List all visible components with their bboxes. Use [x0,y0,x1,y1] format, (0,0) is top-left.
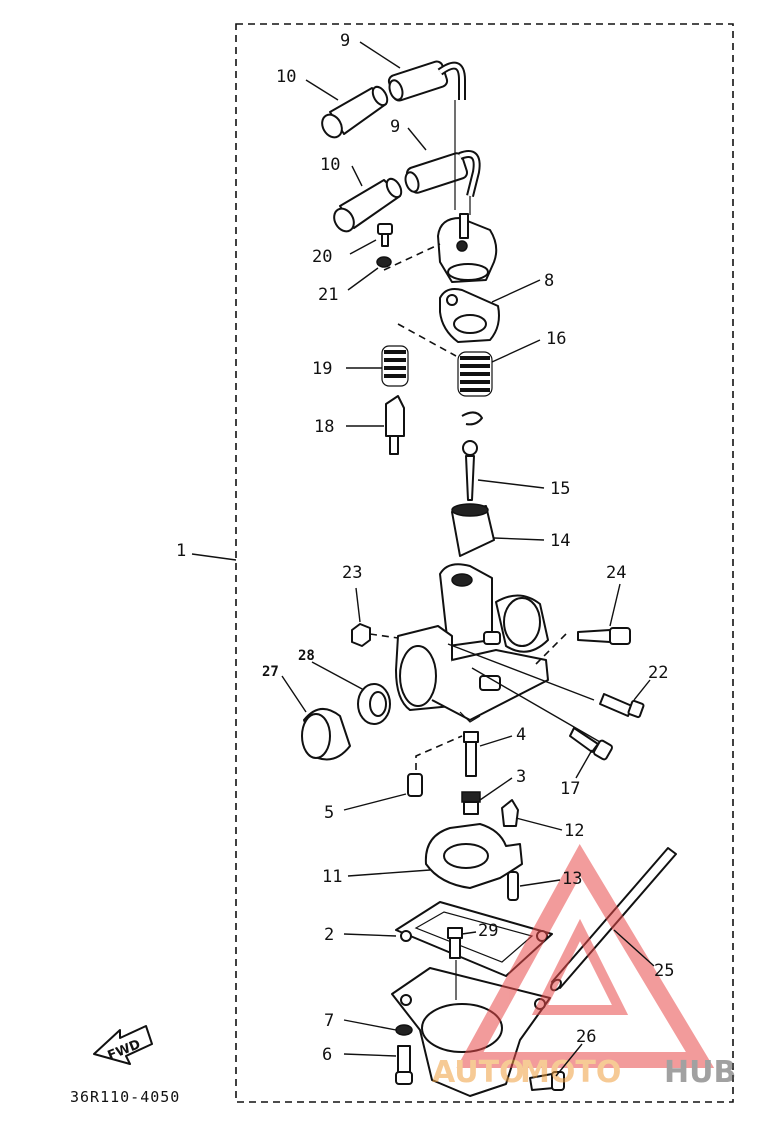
callout-26: 26 [576,1027,596,1047]
watermark-text-moto: MOTO [520,1055,621,1090]
callout-12: 12 [564,821,584,841]
callout-18: 18 [314,417,334,437]
part-1-carburetor-body [395,563,549,723]
part-11-float [424,823,523,889]
callout-23: 23 [342,563,362,583]
part-16-spring [457,351,493,397]
callout-28: 28 [298,648,315,664]
part-7-washer [395,1024,413,1036]
callout-5: 5 [324,803,334,823]
assembly-link-5 [415,735,463,770]
part-13-pin [507,871,519,901]
watermark-text-auto: AUTO [432,1055,525,1090]
part-9-lower-elbow [404,150,481,197]
callout-11: 11 [322,867,342,887]
needle-clip [461,411,483,426]
callout-27: 27 [262,664,279,680]
callout-29: 29 [478,921,498,941]
part-24-screw [577,627,631,645]
part-21-washer [376,256,392,268]
part-15-needle [462,440,478,501]
part-20-screw [377,223,393,247]
callout-3: 3 [516,767,526,787]
assembly-link-23 [369,633,399,639]
callout-19: 19 [312,359,332,379]
callout-7: 7 [324,1011,334,1031]
part-18-plunger [385,395,405,455]
assembly-boundary [235,23,734,1103]
assembly-link-17 [471,667,601,743]
part-14-slide [451,503,495,557]
part-6-screw [395,1045,413,1085]
callout-17: 17 [560,779,580,799]
callout-21: 21 [318,285,338,305]
assembly-link-22 [447,643,595,701]
callout-14: 14 [550,531,570,551]
callout-2: 2 [324,925,334,945]
callout-25: 25 [654,961,674,981]
part-29-jet [447,927,463,959]
part-19-spring [381,345,409,387]
part-10-lower-cap [333,177,403,233]
part-10-upper-cap [321,85,389,139]
part-26-drain-screw [529,1071,565,1091]
part-8-plate [439,288,500,343]
part-17-screw [569,727,613,761]
catalog-number: 36R110-4050 [70,1088,180,1106]
part-4-jet-holder [463,731,479,777]
callout-16: 16 [546,329,566,349]
callout-24: 24 [606,563,626,583]
callout-9-upper: 9 [340,31,350,51]
callout-9-lower: 9 [390,117,400,137]
callout-4: 4 [516,725,526,745]
part-mixing-chamber-top [437,213,498,283]
leader-lines [191,41,655,1077]
part-9-upper-elbow [387,60,466,102]
hose-guide-lines [454,100,471,215]
part-5-screw [407,773,423,797]
callout-20: 20 [312,247,332,267]
callout-13: 13 [562,869,582,889]
part-3-jet [461,791,481,815]
watermark-logo: AUTO MOTO HUB [432,843,736,1090]
callout-22: 22 [648,663,668,683]
callout-15: 15 [550,479,570,499]
callout-1: 1 [176,541,186,561]
part-23-nut [351,623,371,647]
callout-10-lower: 10 [320,155,340,175]
part-12-float-valve [501,799,519,827]
callout-10-upper: 10 [276,67,296,87]
callout-6: 6 [322,1045,332,1065]
forward-direction-arrow: FWD [93,1025,153,1065]
part-28-boot [357,683,391,725]
callout-8: 8 [544,271,554,291]
assembly-link-20 [383,243,441,271]
watermark-text-hub: HUB [664,1055,736,1090]
part-22-screw [599,693,645,719]
part-27-cap [301,708,351,761]
